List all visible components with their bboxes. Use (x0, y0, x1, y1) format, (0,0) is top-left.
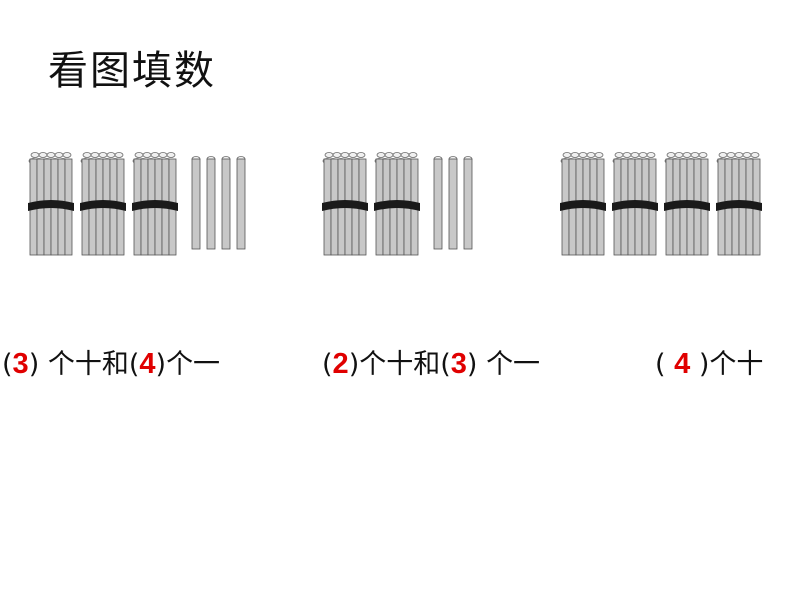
answer-4[interactable]: 3 (450, 348, 467, 380)
bundle-of-ten (664, 152, 710, 256)
single-stick (221, 156, 231, 250)
single-stick (191, 156, 201, 250)
sentence-3: ( 4 )个十 (655, 348, 764, 380)
bundle-of-ten (28, 152, 74, 256)
answer-5[interactable]: 4 (674, 348, 691, 380)
page-title: 看图填数 (48, 48, 216, 94)
single-stick (463, 156, 473, 250)
bundle-of-ten (80, 152, 126, 256)
bundle-of-ten (716, 152, 762, 256)
sentence-2: (2)个十和(3) 个一 (322, 348, 541, 380)
single-stick (448, 156, 458, 250)
bundle-of-ten (132, 152, 178, 256)
single-stick (206, 156, 216, 250)
single-stick (236, 156, 246, 250)
bundle-of-ten (374, 152, 420, 256)
bundle-of-ten (322, 152, 368, 256)
bundle-of-ten (560, 152, 606, 256)
stick-group-3 (560, 152, 762, 256)
stick-group-2 (322, 152, 473, 256)
answer-1[interactable]: 3 (12, 348, 29, 380)
single-stick (433, 156, 443, 250)
stick-group-1 (28, 152, 246, 256)
answer-2[interactable]: 4 (139, 348, 156, 380)
answer-3[interactable]: 2 (332, 348, 349, 380)
sentence-1: (3) 个十和(4)个一 (2, 348, 221, 380)
bundle-of-ten (612, 152, 658, 256)
